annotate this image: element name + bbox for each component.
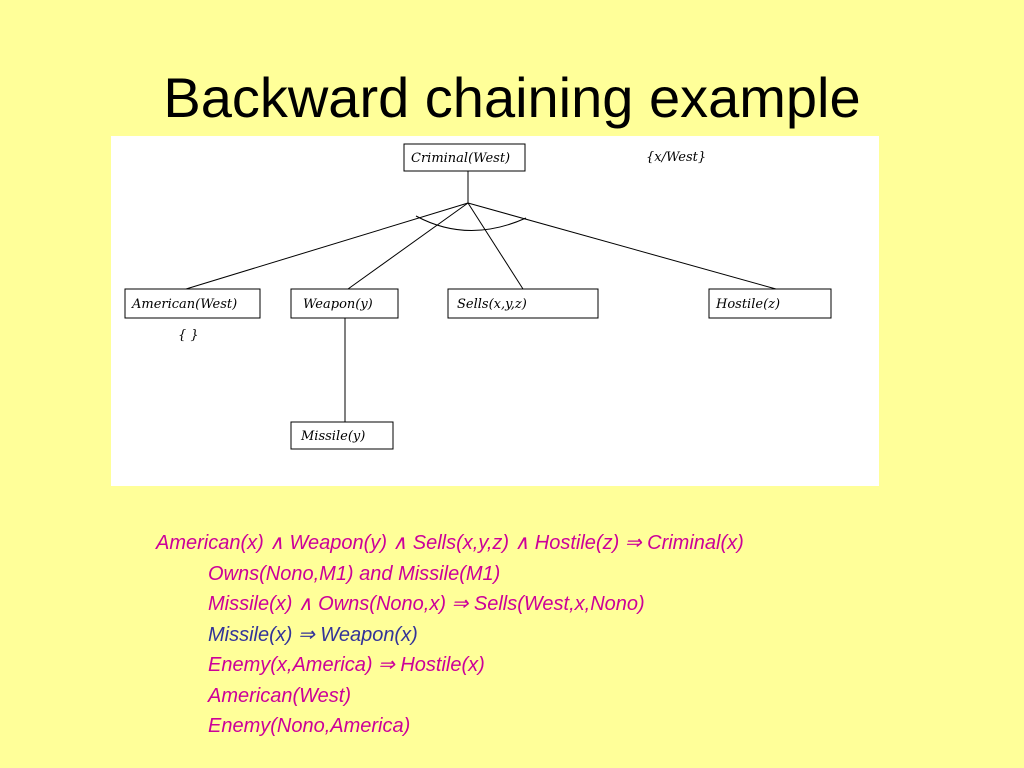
node-missile-y-box bbox=[290, 421, 394, 450]
edge-root-hostile bbox=[467, 202, 777, 290]
rule-criminal: American(x) ∧ Weapon(y) ∧ Sells(x,y,z) ∧… bbox=[156, 532, 744, 554]
node-weapon-y: Weapon(y) bbox=[303, 297, 373, 312]
edge-root-sells bbox=[467, 202, 524, 290]
edge-root-weapon bbox=[347, 202, 469, 290]
node-american-west-box bbox=[124, 288, 261, 319]
rule-hostile: Enemy(x,America) ⇒ Hostile(x) bbox=[208, 654, 485, 676]
rules-list: American(x) ∧ Weapon(y) ∧ Sells(x,y,z) ∧… bbox=[156, 528, 1016, 742]
node-criminal-west: Criminal(West) bbox=[411, 151, 510, 166]
american-substitution: { } bbox=[178, 328, 199, 343]
node-criminal-west-box bbox=[403, 143, 526, 172]
node-missile-y: Missile(y) bbox=[300, 429, 365, 444]
proof-tree-diagram: Criminal(West) {x/West} American(West) {… bbox=[111, 136, 879, 486]
edge-root-american bbox=[185, 202, 469, 290]
fact-enemy-nono: Enemy(Nono,America) bbox=[208, 715, 411, 737]
proof-tree-svg: Criminal(West) {x/West} American(West) {… bbox=[124, 143, 832, 450]
node-sells-xyz-box bbox=[447, 288, 599, 319]
node-sells-xyz: Sells(x,y,z) bbox=[457, 297, 527, 312]
root-substitution: {x/West} bbox=[646, 150, 706, 165]
conjunction-arc bbox=[415, 215, 527, 231]
rule-sells: Missile(x) ∧ Owns(Nono,x) ⇒ Sells(West,x… bbox=[208, 593, 645, 615]
slide-title: Backward chaining example bbox=[163, 66, 861, 129]
rule-weapon: Missile(x) ⇒ Weapon(x) bbox=[208, 623, 418, 646]
rule-owns-missile-facts: Owns(Nono,M1) and Missile(M1) bbox=[208, 562, 501, 585]
node-weapon-y-box bbox=[290, 288, 399, 319]
node-hostile-z: Hostile(z) bbox=[715, 297, 780, 312]
node-american-west: American(West) bbox=[131, 297, 237, 312]
node-hostile-z-box bbox=[708, 288, 832, 319]
fact-american-west: American(West) bbox=[208, 684, 351, 707]
